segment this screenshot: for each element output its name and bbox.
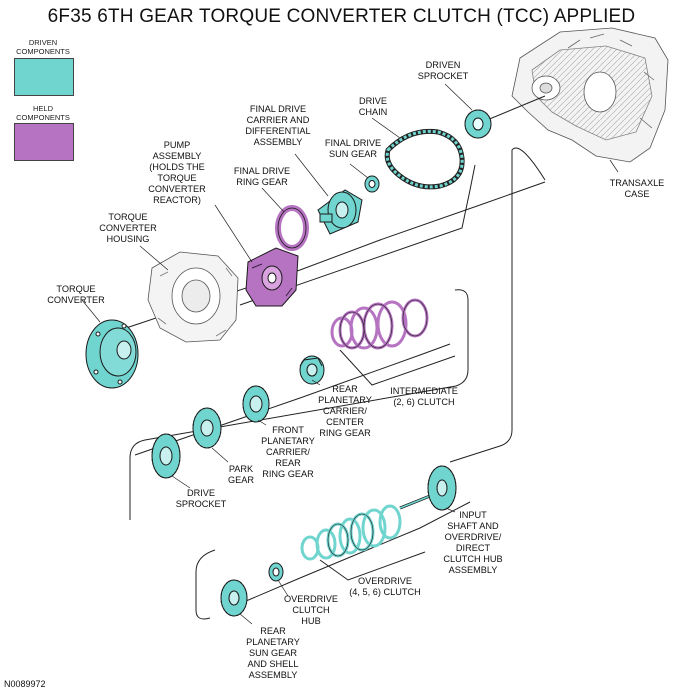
final-drive-carrier [317, 189, 363, 235]
legend-held-label: HELD COMPONENTS [16, 104, 70, 122]
torque-converter [85, 319, 139, 389]
final-drive-ring-gear [275, 205, 309, 251]
label-overdrive-clutch: OVERDRIVE (4, 5, 6) CLUTCH [349, 576, 421, 597]
overdrive-clutch-hub [268, 562, 284, 582]
label-rear-planetary-carrier: REAR PLANETARY CARRIER/ CENTER RING GEAR [318, 384, 372, 438]
torque-converter-housing [147, 251, 239, 343]
pump-assembly [245, 247, 299, 307]
label-driven-sprocket: DRIVEN SPROCKET [417, 60, 469, 81]
label-final-drive-carrier: FINAL DRIVE CARRIER AND DIFFERENTIAL ASS… [245, 104, 311, 147]
drive-chain [384, 128, 465, 190]
label-final-drive-ring-gear: FINAL DRIVE RING GEAR [233, 166, 291, 187]
label-drive-sprocket: DRIVE SPROCKET [175, 488, 227, 509]
park-gear [192, 407, 222, 449]
diagram-title: 6F35 6TH GEAR TORQUE CONVERTER CLUTCH (T… [47, 6, 636, 27]
label-park-gear: PARK GEAR [227, 464, 255, 485]
rear-planetary-sun-gear [220, 579, 248, 617]
label-overdrive-clutch-hub: OVERDRIVE CLUTCH HUB [283, 594, 339, 626]
label-torque-converter-housing: TORQUE CONVERTER HOUSING [99, 212, 157, 244]
rear-planetary-carrier [299, 355, 325, 385]
document-id: N0089972 [4, 679, 46, 689]
label-torque-converter: TORQUE CONVERTER [47, 284, 105, 305]
label-drive-chain: DRIVE CHAIN [358, 96, 388, 117]
label-input-shaft: INPUT SHAFT AND OVERDRIVE/ DIRECT CLUTCH… [443, 510, 503, 575]
input-shaft-assembly [399, 465, 457, 511]
overdrive-clutch [300, 504, 402, 561]
label-transaxle-case: TRANSAXLE CASE [609, 178, 665, 199]
leader-lines [81, 83, 619, 625]
label-rear-planetary-sun-gear: REAR PLANETARY SUN GEAR AND SHELL ASSEMB… [246, 626, 300, 680]
intermediate-clutch [330, 298, 429, 350]
driven-sprocket [464, 109, 492, 139]
legend-held-swatch [14, 123, 74, 161]
final-drive-sun-gear [364, 175, 380, 193]
label-pump-assembly: PUMP ASSEMBLY (HOLDS THE TORQUE CONVERTE… [148, 140, 206, 205]
legend-driven-swatch [14, 58, 74, 96]
legend-driven-label: DRIVEN COMPONENTS [16, 38, 70, 56]
label-final-drive-sun-gear: FINAL DRIVE SUN GEAR [324, 138, 382, 159]
drive-sprocket [151, 433, 181, 479]
transaxle-case-drawing [511, 27, 669, 163]
front-planetary-carrier [242, 385, 270, 423]
label-intermediate-clutch: INTERMEDIATE (2, 6) CLUTCH [390, 386, 458, 407]
label-front-planetary-carrier: FRONT PLANETARY CARRIER/ REAR RING GEAR [261, 425, 315, 479]
